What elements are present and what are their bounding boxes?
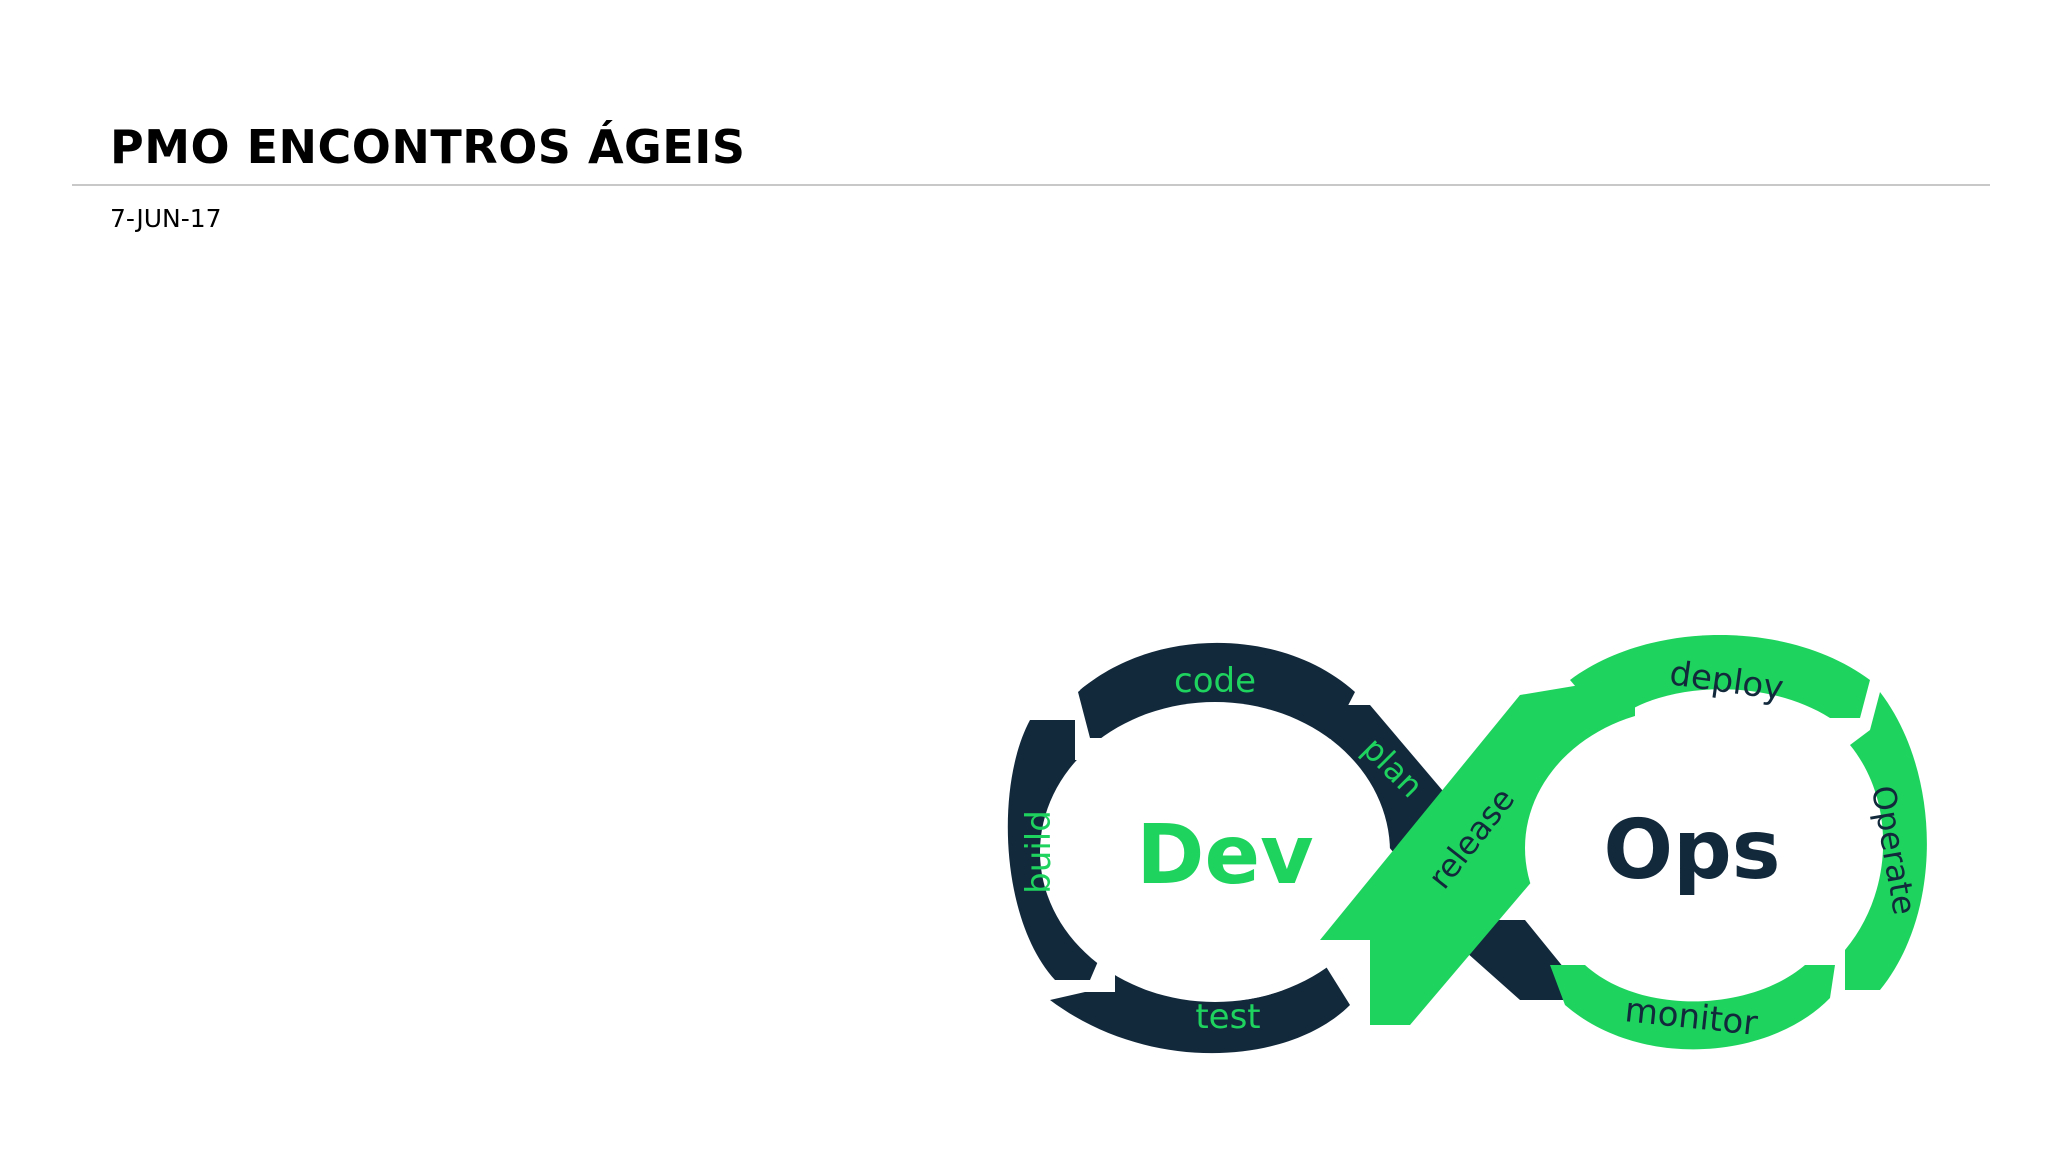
ops-word: Ops [1603, 803, 1780, 898]
dev-word: Dev [1136, 808, 1313, 903]
stage-code-label: code [1174, 661, 1256, 701]
ops-inner-disc [1525, 708, 1855, 988]
stage-test-label: test [1195, 997, 1260, 1037]
devops-infinity-logo: Dev code build test plan Ops release dep… [1007, 635, 1927, 1054]
ops-loop-monitor-band [1550, 965, 1835, 1050]
ops-loop: Ops release deploy Operate monitor [1320, 635, 1927, 1050]
slide-date: 7-JUN-17 [110, 204, 222, 233]
title-divider [72, 184, 1990, 186]
stage-build-label: build [1019, 810, 1059, 894]
ops-loop-deploy-band [1570, 635, 1870, 750]
dev-inner-disc [1040, 702, 1390, 1002]
slide-title: PMO ENCONTROS ÁGEIS [110, 120, 746, 174]
dev-loop-test-band [1050, 962, 1350, 1054]
ops-loop-operate-band [1845, 692, 1927, 990]
